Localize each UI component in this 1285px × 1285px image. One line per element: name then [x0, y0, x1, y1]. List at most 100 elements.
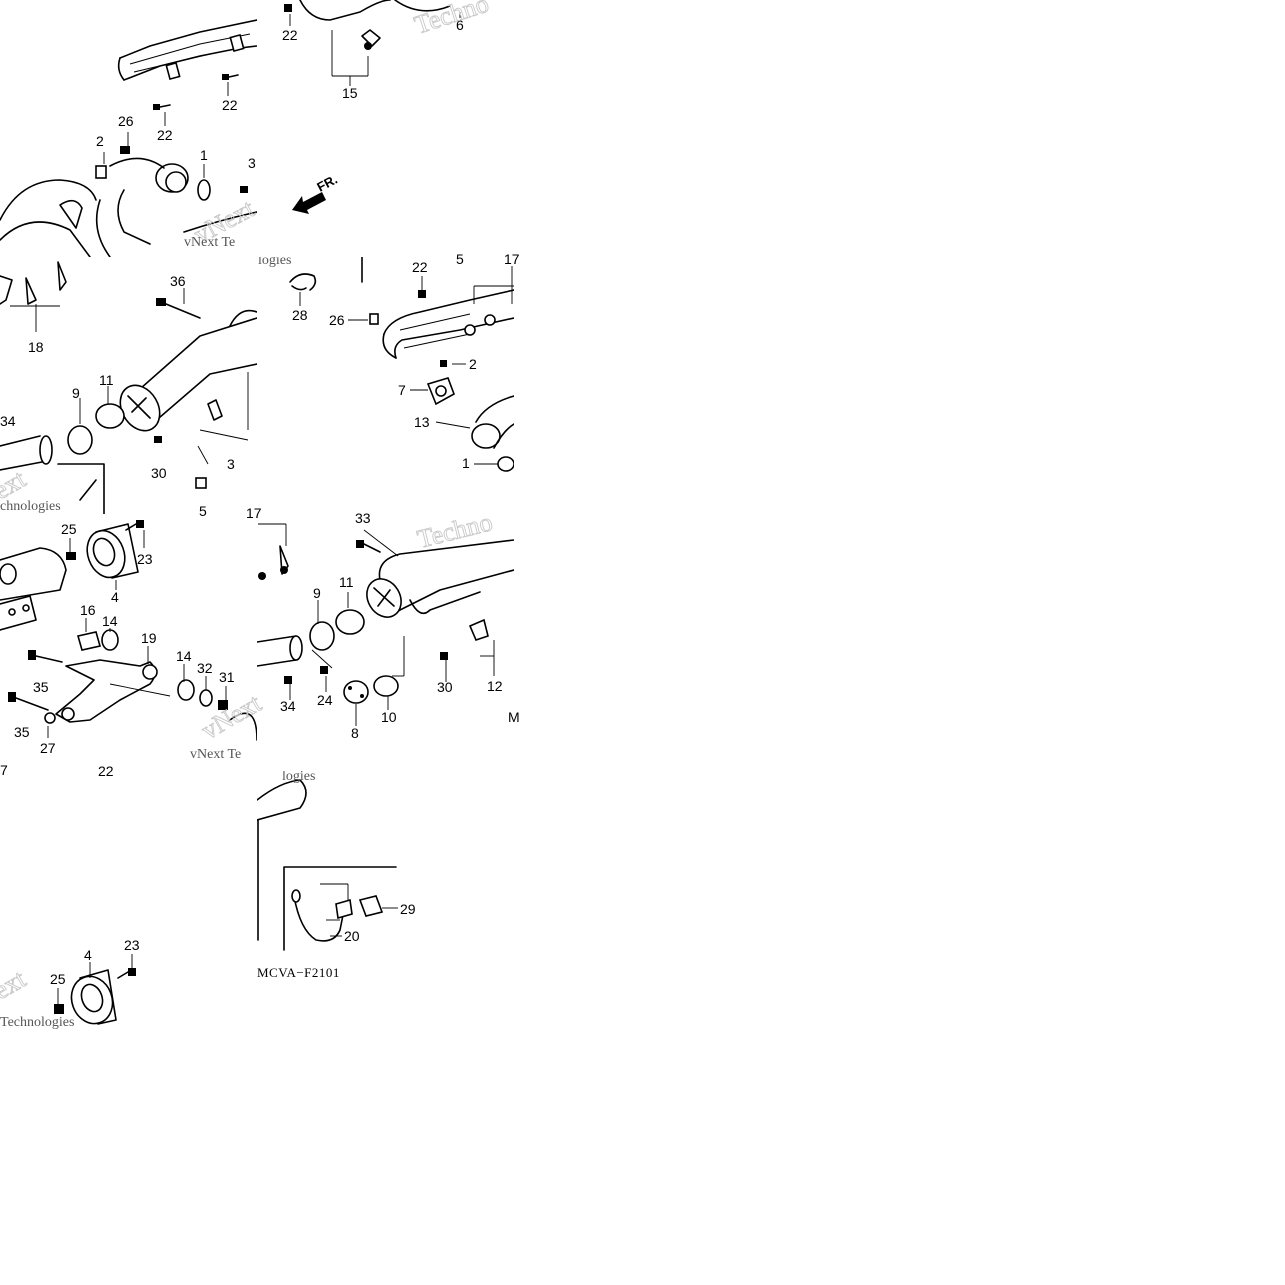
bolt-icon	[356, 540, 381, 553]
bolt-icon	[222, 74, 239, 80]
bolt-icon	[125, 520, 144, 531]
callout-24: 24	[317, 692, 333, 708]
callout-11: 11	[339, 574, 354, 590]
callout-22: 22	[157, 127, 173, 143]
tile-o2-sensor-inset: logies 29 20 MCVA−F2101	[257, 769, 416, 980]
bolt-icon	[240, 186, 248, 193]
callout-17: 17	[246, 505, 262, 521]
tile-upper-exhaust-pipes: 22 22 26 2 1 3 vNext vNext Te	[0, 19, 260, 257]
callout-7: 7	[398, 382, 406, 398]
callout-26: 26	[329, 312, 345, 328]
nut-icon	[66, 552, 76, 560]
callout-22: 22	[98, 763, 114, 779]
watermark-text: chnologies	[0, 499, 61, 514]
callout-14: 14	[102, 613, 118, 629]
callout-33: 33	[355, 510, 371, 526]
bolt-icon	[156, 298, 201, 319]
callout-5: 5	[199, 503, 207, 519]
tile-muffler-mount: 25 23 4 16 14 19 35 14 32 31 35 27 7 22 …	[0, 520, 267, 779]
tile-rear-muffler: 36 18 9 11 34 30 3 5 ext chnologies	[0, 261, 257, 519]
watermark-text: vNext Te	[190, 747, 241, 762]
callout-20: 20	[344, 928, 360, 944]
callout-19: 19	[141, 630, 157, 646]
watermark-text: ext	[0, 964, 31, 1005]
callout-1: 1	[200, 147, 208, 163]
bolt-icon	[28, 650, 63, 663]
bolt-icon	[320, 666, 328, 674]
callout-16: 16	[80, 602, 96, 618]
callout-23: 23	[124, 937, 140, 953]
callout-18: 18	[28, 339, 44, 355]
callout-10: 10	[381, 709, 397, 725]
callout-3: 3	[227, 456, 235, 472]
callout-32: 32	[197, 660, 213, 676]
front-arrow-label: FR.	[314, 172, 340, 195]
callout-31: 31	[219, 669, 235, 685]
callout-12: 12	[487, 678, 503, 694]
watermark-text: Technologies	[0, 1015, 74, 1030]
drawing-code: MCVA−F2101	[257, 965, 340, 980]
bolt-icon	[154, 436, 162, 443]
bolt-icon	[418, 290, 426, 298]
callout-25: 25	[61, 521, 77, 537]
tile-front-heat-shield: logies	[258, 251, 520, 472]
callout-28: 28	[292, 307, 308, 323]
callout-1: 1	[462, 455, 470, 471]
callout-36: 36	[170, 273, 186, 289]
callout-m: M	[508, 709, 520, 725]
bolt-icon	[440, 360, 447, 367]
callout-26: 26	[118, 113, 134, 129]
tile-front-muffler-joint: 17 33 9 11 30 12 34 24 8 10 M Techno	[246, 505, 520, 741]
watermark-text: logies	[282, 769, 315, 784]
callout-13: 13	[414, 414, 430, 430]
bolt-icon	[117, 968, 136, 979]
callout-22: 22	[282, 27, 298, 43]
callout-4: 4	[84, 947, 92, 963]
bolt-icon	[284, 676, 292, 684]
callout-23: 23	[137, 551, 153, 567]
callout-25: 25	[50, 971, 66, 987]
callout-7: 7	[0, 762, 8, 778]
callout-30: 30	[437, 679, 453, 695]
bolt-icon	[440, 652, 448, 660]
watermark-text: vNext Te	[184, 235, 235, 250]
callout-29: 29	[400, 901, 416, 917]
callout-22: 22	[412, 259, 428, 275]
bolt-icon	[120, 146, 130, 154]
callout-3: 3	[248, 155, 256, 171]
callout-30: 30	[151, 465, 167, 481]
tile-tail-cap: 4 23 25 ext Technologies	[0, 937, 140, 1030]
callout-2: 2	[469, 356, 477, 372]
tile-heat-shield-upper: FR. 22 15 6 Techno	[282, 0, 493, 214]
front-arrow-icon: FR.	[292, 172, 340, 214]
nut-icon	[369, 313, 379, 325]
watermark-text: logies	[258, 253, 291, 268]
nut-icon	[195, 477, 207, 489]
nut-icon	[54, 1004, 64, 1014]
callout-35: 35	[33, 679, 49, 695]
callout-9: 9	[313, 585, 321, 601]
callout-8: 8	[351, 725, 359, 741]
watermark-text: Techno	[411, 0, 492, 40]
callout-35: 35	[14, 724, 30, 740]
callout-34: 34	[0, 413, 16, 429]
callout-17: 17	[504, 251, 520, 267]
callout-2: 2	[96, 133, 104, 149]
callout-14: 14	[176, 648, 192, 664]
callout-5: 5	[456, 251, 464, 267]
nut-icon	[218, 700, 228, 710]
callout-4: 4	[111, 589, 119, 605]
bolt-icon	[8, 692, 49, 711]
callout-22: 22	[222, 97, 238, 113]
callout-15: 15	[342, 85, 358, 101]
callout-6: 6	[456, 17, 464, 33]
washer-icon	[44, 712, 56, 724]
callout-9: 9	[72, 385, 80, 401]
bolt-icon	[153, 104, 171, 110]
callout-27: 27	[40, 740, 56, 756]
bolt-icon	[284, 4, 292, 12]
callout-11: 11	[99, 372, 114, 388]
callout-34: 34	[280, 698, 296, 714]
nut-icon	[95, 165, 107, 179]
